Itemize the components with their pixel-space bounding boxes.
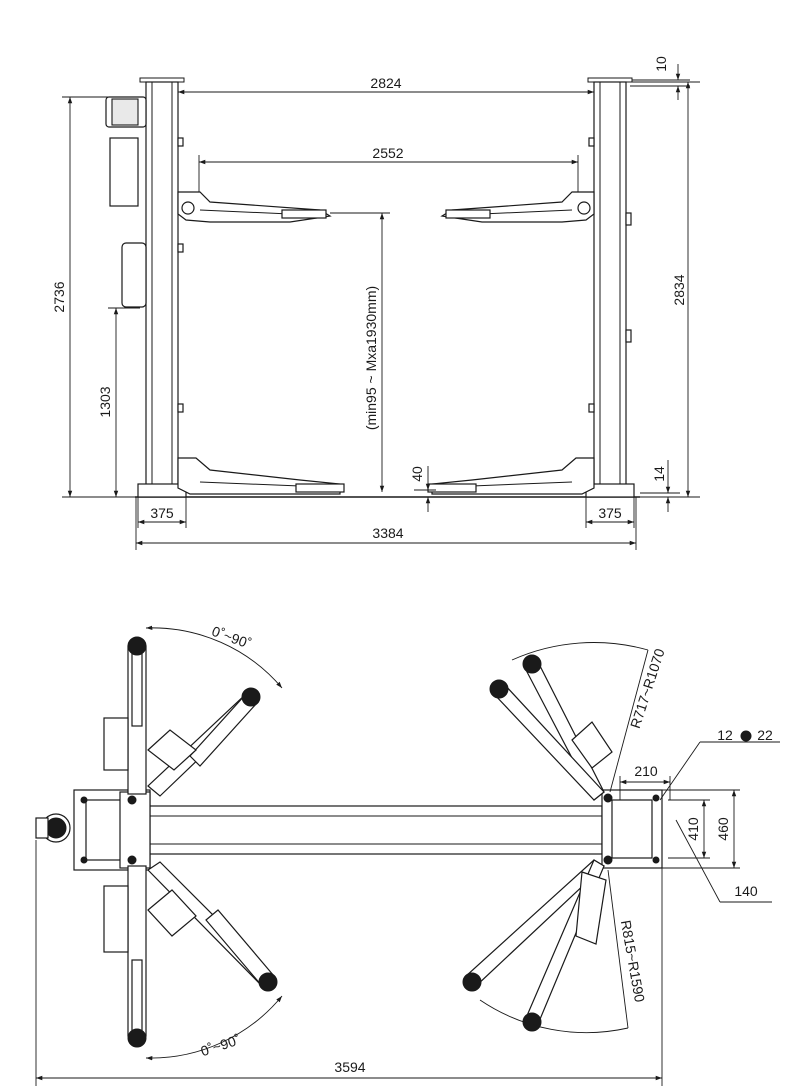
control-box <box>121 242 147 308</box>
arm-left-top-long <box>147 687 261 797</box>
dim-210: 210 <box>634 763 658 779</box>
dim-375-left: 375 <box>150 505 174 521</box>
lowered-arm-right <box>427 457 595 495</box>
radius-short: R717~R1070 <box>627 646 668 730</box>
dim-14: 14 <box>651 466 667 482</box>
arm-right-bottom <box>462 859 607 1032</box>
dim-410: 410 <box>685 817 701 841</box>
dim-40: 40 <box>409 466 425 482</box>
arm-right-top <box>489 654 613 801</box>
anchor-size: 22 <box>757 727 773 743</box>
right-column <box>585 77 635 498</box>
floor-plate <box>145 805 603 855</box>
front-view: 2824 10 2552 2736 1303 2834 14 <box>51 56 700 550</box>
diameter-dot-icon <box>740 730 752 742</box>
arm-left-bottom-long <box>147 861 278 992</box>
dim-3384: 3384 <box>372 525 403 541</box>
dim-1303: 1303 <box>97 386 113 417</box>
top-view: 0˚~90˚ 0˚~90˚ R717~R1070 R815~R1590 210 … <box>35 623 780 1086</box>
dim-140: 140 <box>734 883 758 899</box>
raised-arm-left <box>177 191 332 223</box>
arm-left-top-short <box>103 636 147 795</box>
dim-10: 10 <box>653 56 669 72</box>
anchor-count: 12 <box>717 727 733 743</box>
arm-left-bottom-short <box>103 865 147 1048</box>
dim-lift-range: (min95 ~ Mxa1930mm) <box>363 286 379 430</box>
dim-2834: 2834 <box>671 274 687 305</box>
left-post-base <box>35 789 151 871</box>
dim-2552: 2552 <box>372 145 403 161</box>
left-column <box>105 77 187 498</box>
dim-375-right: 375 <box>598 505 622 521</box>
raised-arm-right <box>440 191 595 223</box>
dim-2824: 2824 <box>370 75 401 91</box>
radius-long: R815~R1590 <box>618 919 648 1004</box>
dim-2736: 2736 <box>51 281 67 312</box>
lowered-arm-left <box>177 457 345 495</box>
oil-tank <box>109 137 139 207</box>
dim-460: 460 <box>715 817 731 841</box>
dim-3594: 3594 <box>334 1059 365 1075</box>
angle-bottom-left: 0˚~90˚ <box>199 1031 243 1059</box>
right-post-base <box>601 789 663 869</box>
